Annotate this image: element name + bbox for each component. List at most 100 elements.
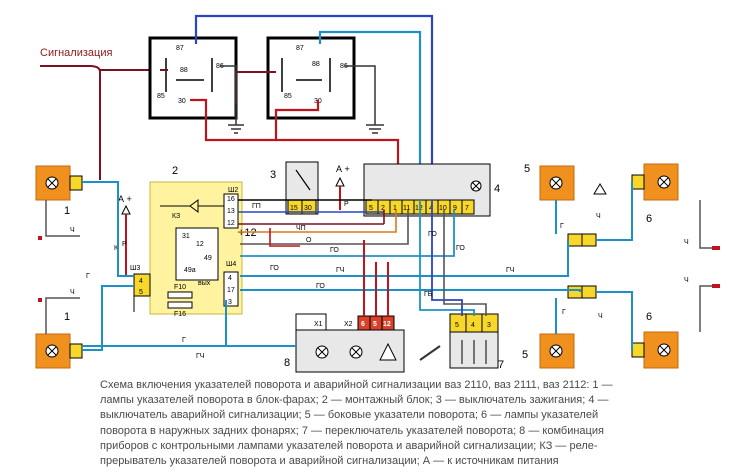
label-sh4: Ш4 — [226, 261, 236, 268]
relay-left-pin88: 88 — [180, 67, 188, 74]
label-r-left: Р — [122, 241, 127, 248]
pin-13: 13 — [227, 208, 235, 215]
wire-label-gch-3: ГЧ — [196, 353, 205, 360]
pin-16: 16 — [227, 196, 235, 203]
hazard-pin-10: 10 — [439, 205, 447, 212]
pin-left-4: 4 — [139, 278, 143, 285]
relay-pin-49: 49 — [204, 255, 212, 262]
wire-label-o: О — [306, 237, 312, 244]
relay-pin-31: 31 — [182, 233, 190, 240]
relay-right-pin85: 85 — [284, 93, 292, 100]
wire-label-g-3: Г — [182, 337, 186, 344]
ground-right-icon — [366, 124, 384, 134]
hazard-pin-11: 11 — [403, 205, 410, 212]
hazard-pin-7: 7 — [465, 205, 469, 212]
lamp-rear-right: 6 — [631, 311, 679, 369]
label-a-plus-left: А + — [118, 194, 132, 204]
wire-label-ch-6: Ч — [598, 313, 603, 320]
wire-label-ch-5: Ч — [596, 213, 601, 220]
side-bottom-number: 5 — [522, 349, 528, 361]
pin-12: 12 — [227, 220, 235, 227]
label-k: К — [114, 245, 119, 252]
pin-lower-17: 17 — [227, 287, 235, 294]
cluster-x1: Х1 — [314, 321, 323, 328]
cluster-pin-6: 6 — [361, 321, 365, 328]
signal-label: Сигнализация — [40, 47, 112, 59]
relay-right-pin86: 86 — [340, 63, 348, 70]
wire-label-go-2: ГО — [456, 245, 465, 252]
relay-left: 87 88 86 85 30 — [148, 36, 238, 120]
wire-label-go-1: ГО — [330, 247, 339, 254]
relay-pin-12: 12 — [196, 241, 204, 248]
turn-pin-3: 3 — [487, 322, 491, 329]
side-indicator-right-top: 5 — [524, 163, 575, 201]
wire-label-go-5: ГО — [270, 265, 279, 272]
pin-lower-3: 3 — [228, 299, 232, 306]
wire-label-go-4: ГО — [316, 283, 325, 290]
lamp-front-left: 1 — [35, 165, 83, 217]
ignition-pin-15: 15 — [290, 205, 298, 212]
turn-signal-switch: 5 4 3 7 — [419, 313, 504, 371]
lamp-front-left-number: 1 — [64, 205, 70, 217]
mount-block: 2 Ш2 КЗ Ш4 16 13 12 +12 4 17 3 Ш3 4 5 31… — [130, 165, 257, 318]
instrument-cluster: Х1 Х2 6 5 12 8 — [284, 313, 405, 373]
relay-left-pin30: 30 — [178, 98, 186, 105]
ground-left-icon — [228, 124, 244, 134]
ignition-a-plus: А + — [336, 164, 350, 174]
label-sh2: Ш2 — [228, 187, 238, 194]
wire-label-gp: ГП — [252, 203, 261, 210]
relay-pin-49a: 49а — [184, 267, 196, 274]
hazard-pin-5: 5 — [369, 205, 373, 212]
cluster-number: 8 — [284, 357, 290, 369]
wire-red-relay — [190, 98, 400, 200]
cluster-pin-12: 12 — [383, 321, 391, 328]
hazard-pin-1: 1 — [393, 205, 397, 212]
turn-pin-4: 4 — [471, 322, 475, 329]
turn-switch-number: 7 — [498, 359, 504, 371]
relay-right: 87 88 86 85 30 — [266, 36, 356, 120]
hazard-pin-12: 12 — [415, 205, 423, 212]
wire-label-ch-1: Ч — [70, 227, 75, 234]
relay-left-pin86: 86 — [216, 63, 224, 70]
wire-label-ch-3: Ч — [684, 239, 689, 246]
relay-right-pin87: 87 — [296, 45, 304, 52]
wire-blue-top — [194, 14, 434, 200]
hazard-pin-4: 4 — [429, 205, 433, 212]
relay-out-label: вых — [198, 280, 211, 287]
cluster-x2: Х2 — [344, 321, 353, 328]
ignition-switch: 3 15 30 А + Р — [270, 161, 350, 215]
wire-label-gb: ГБ — [424, 291, 433, 298]
wire-label-g-1: Г — [560, 223, 564, 230]
ignition-pin-30: 30 — [304, 205, 312, 212]
relay-left-pin85: 85 — [157, 93, 165, 100]
wire-label-go-3: ГО — [428, 231, 437, 238]
lamp-front-right-number: 6 — [646, 213, 652, 225]
ignition-number: 3 — [270, 169, 276, 181]
lamp-rear-left-number: 1 — [64, 311, 70, 323]
wire-label-g-2: Г — [562, 309, 566, 316]
relay-right-pin88: 88 — [312, 61, 320, 68]
label-sh3: Ш3 — [130, 265, 140, 272]
hazard-pin-9: 9 — [453, 205, 457, 212]
lamp-front-right: 6 — [631, 163, 679, 225]
wire-harness — [82, 181, 633, 351]
wire-label-gch-2: ГЧ — [506, 267, 515, 274]
hazard-number: 4 — [494, 183, 500, 195]
pin-left-5: 5 — [139, 289, 143, 296]
mount-block-number: 2 — [172, 165, 178, 177]
label-k3: КЗ — [172, 213, 180, 220]
wire-label-ch-2: Ч — [70, 289, 75, 296]
side-top-number: 5 — [524, 163, 530, 175]
hazard-pin-box — [461, 199, 475, 215]
wire-label-gch-1: ГЧ — [336, 267, 345, 274]
relay-left-pin87: 87 — [176, 45, 184, 52]
label-plus12: +12 — [238, 227, 257, 239]
fuse-f16: F16 — [174, 311, 186, 318]
turn-pin-5: 5 — [455, 322, 459, 329]
lamp-rear-right-number: 6 — [646, 311, 652, 323]
wire-label-chp: ЧП — [296, 225, 306, 232]
wire-label-ch-4: Ч — [684, 277, 689, 284]
wire-label-g-4: Г — [86, 273, 90, 280]
fuse-f10: F10 — [174, 284, 186, 291]
